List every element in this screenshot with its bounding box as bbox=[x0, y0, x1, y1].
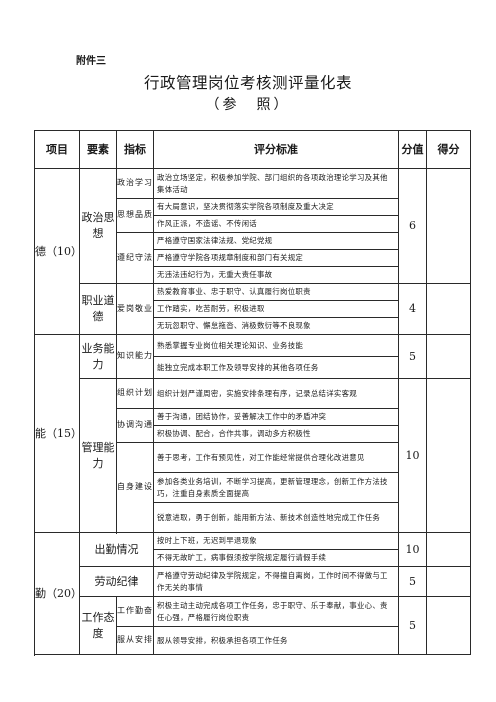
points-ethics: 4 bbox=[398, 283, 427, 335]
score-cell[interactable] bbox=[426, 532, 471, 567]
criteria-cell: 积极主动主动完成各项工作任务，忠于职守、乐于奉献，事业心、责任心强，严格履行岗位… bbox=[153, 596, 399, 627]
col-score: 得分 bbox=[426, 130, 471, 169]
points-attendance: 10 bbox=[398, 532, 427, 567]
criteria-cell: 积极协调、配合，合作共事，调动多方积极性 bbox=[153, 425, 399, 443]
criteria-cell: 工作踏实，吃苦耐劳，积极进取 bbox=[153, 300, 399, 318]
table-row: 参加各类业务培训，不断学习提高，更新管理理念，创新工作方法技巧，注重自身素质全面… bbox=[35, 472, 471, 503]
criteria-cell: 严格遵守学院各项规章制度和部门有关规定 bbox=[153, 249, 399, 267]
criteria-cell: 按时上下班，无迟到早退现象 bbox=[153, 532, 399, 550]
criteria-cell: 作风正派，不造谣、不传闲话 bbox=[153, 215, 399, 233]
criteria-cell: 严格遵守劳动纪律及学院规定，不得擅自离岗，工作时间不得做与工作无关的事情 bbox=[153, 566, 399, 597]
element-business: 业务能力 bbox=[79, 334, 117, 379]
item-de: 德（10） bbox=[34, 168, 82, 335]
criteria-cell: 组织计划严谨周密，实施安排条理有序，记录总结详实客观 bbox=[153, 378, 399, 409]
indicator-dedication: 爱岗敬业 bbox=[116, 283, 154, 335]
criteria-cell: 不得无故旷工，病事假须按学院规定履行请假手续 bbox=[153, 549, 399, 567]
table-row: 管理能力 组织计划 组织计划严谨周密，实施安排条理有序，记录总结详实客观 10 bbox=[35, 378, 471, 533]
criteria-cell: 热爱教育事业、忠于职守、认真履行岗位职责 bbox=[153, 283, 399, 301]
element-attendance: 出勤情况 bbox=[79, 532, 154, 567]
indicator-coord: 协调沟通 bbox=[116, 408, 154, 443]
criteria-cell: 政治立场坚定，积极参加学院、部门组织的各项政治理论学习及其他集体活动 bbox=[153, 168, 399, 199]
score-cell[interactable] bbox=[426, 378, 471, 533]
table-row: 工作态度 工作勤奋 积极主动主动完成各项工作任务，忠于职守、乐于奉献，事业心、责… bbox=[35, 596, 471, 655]
assessment-table: 项目 要素 指标 评分标准 分值 得分 德（10） 政治思想 政治学习 政治立场… bbox=[34, 130, 471, 655]
col-points: 分值 bbox=[398, 130, 427, 169]
points-discipline: 5 bbox=[398, 566, 427, 597]
item-neng: 能（15） bbox=[34, 334, 82, 533]
page-title: 行政管理岗位考核测评量化表 bbox=[143, 74, 352, 92]
table-row: 协调沟通 善于沟通，团结协作，妥善解决工作中的矛盾冲突 bbox=[35, 408, 471, 443]
indicator-diligent: 工作勤奋 bbox=[116, 596, 154, 627]
element-attitude: 工作态度 bbox=[79, 596, 117, 655]
criteria-cell: 有大局意识，坚决贯彻落实学院各项制度及重大决定 bbox=[153, 198, 399, 216]
indicator-obey: 服从安排 bbox=[116, 626, 154, 655]
indicator-self: 自身建设 bbox=[116, 442, 154, 533]
element-discipline: 劳动纪律 bbox=[79, 566, 154, 597]
criteria-cell: 严格遵守国家法律法规、党纪党规 bbox=[153, 232, 399, 250]
score-cell[interactable] bbox=[426, 596, 471, 655]
score-cell[interactable] bbox=[426, 334, 471, 379]
table-row: 服从安排 服从领导安排，积极承担各项工作任务 bbox=[35, 626, 471, 655]
col-element: 要素 bbox=[79, 130, 117, 169]
table-row: 德（10） 政治思想 政治学习 政治立场坚定，积极参加学院、部门组织的各项政治理… bbox=[34, 168, 471, 335]
header-row: 项目 要素 指标 评分标准 分值 得分 bbox=[34, 130, 471, 169]
element-ethics: 职业道德 bbox=[79, 283, 117, 335]
table-row: 勤（20） 出勤情况 按时上下班，无迟到早退现象 10 bbox=[34, 532, 471, 655]
criteria-cell: 参加各类业务培训，不断学习提高，更新管理理念，创新工作方法技巧，注重自身素质全面… bbox=[153, 472, 399, 503]
criteria-cell: 熟悉掌握专业岗位相关理论知识、业务技能 bbox=[153, 334, 399, 357]
points-mgmt: 10 bbox=[398, 378, 427, 533]
indicator-pol-study: 政治学习 bbox=[116, 168, 154, 199]
table-row: 锐意进取，勇于创新，能用新方法、新技术创造性地完成工作任务 bbox=[35, 502, 471, 533]
indicator-thought: 思想品质 bbox=[116, 198, 154, 233]
criteria-cell: 锐意进取，勇于创新，能用新方法、新技术创造性地完成工作任务 bbox=[153, 502, 399, 533]
item-qin: 勤（20） bbox=[34, 532, 82, 655]
score-cell[interactable] bbox=[426, 168, 471, 284]
col-criteria: 评分标准 bbox=[153, 130, 399, 169]
page-subtitle: （参 照） bbox=[205, 97, 291, 113]
criteria-cell: 无玩忽职守、懈怠拖沓、消极数衍等不良现象 bbox=[153, 317, 399, 335]
score-cell[interactable] bbox=[426, 566, 471, 597]
points-business: 5 bbox=[398, 334, 427, 379]
element-mgmt: 管理能力 bbox=[79, 378, 117, 533]
indicator-knowledge: 知识能力 bbox=[116, 334, 154, 379]
criteria-cell: 善于思考，工作有预见性，对工作能经常提供合理化改进意见 bbox=[153, 442, 399, 473]
table-row: 职业道德 爱岗敬业 热爱教育事业、忠于职守、认真履行岗位职责 4 bbox=[35, 283, 471, 335]
table-row: 能（15） 业务能力 知识能力 熟悉掌握专业岗位相关理论知识、业务技能 5 bbox=[34, 334, 471, 533]
indicator-law: 遵纪守法 bbox=[116, 232, 154, 284]
score-cell[interactable] bbox=[426, 283, 471, 335]
table-row: 遵纪守法 严格遵守国家法律法规、党纪党规 bbox=[35, 232, 471, 284]
points-attitude: 5 bbox=[398, 596, 427, 655]
criteria-cell: 服从领导安排，积极承担各项工作任务 bbox=[153, 626, 399, 655]
indicator-org: 组织计划 bbox=[116, 378, 154, 409]
criteria-cell: 善于沟通，团结协作，妥善解决工作中的矛盾冲突 bbox=[153, 408, 399, 426]
criteria-cell: 能独立完成本职工作及领导安排的其他各项任务 bbox=[153, 356, 399, 379]
table-row: 自身建设 善于思考，工作有预见性，对工作能经常提供合理化改进意见 bbox=[35, 442, 471, 533]
points-politics: 6 bbox=[398, 168, 427, 284]
criteria-cell: 无违法违纪行为，无重大责任事故 bbox=[153, 266, 399, 284]
table-row: 劳动纪律 严格遵守劳动纪律及学院规定，不得擅自离岗，工作时间不得做与工作无关的事… bbox=[35, 566, 471, 597]
col-item: 项目 bbox=[34, 130, 80, 169]
attachment-label: 附件三 bbox=[76, 56, 106, 67]
col-indicator: 指标 bbox=[116, 130, 154, 169]
element-politics: 政治思想 bbox=[79, 168, 117, 284]
